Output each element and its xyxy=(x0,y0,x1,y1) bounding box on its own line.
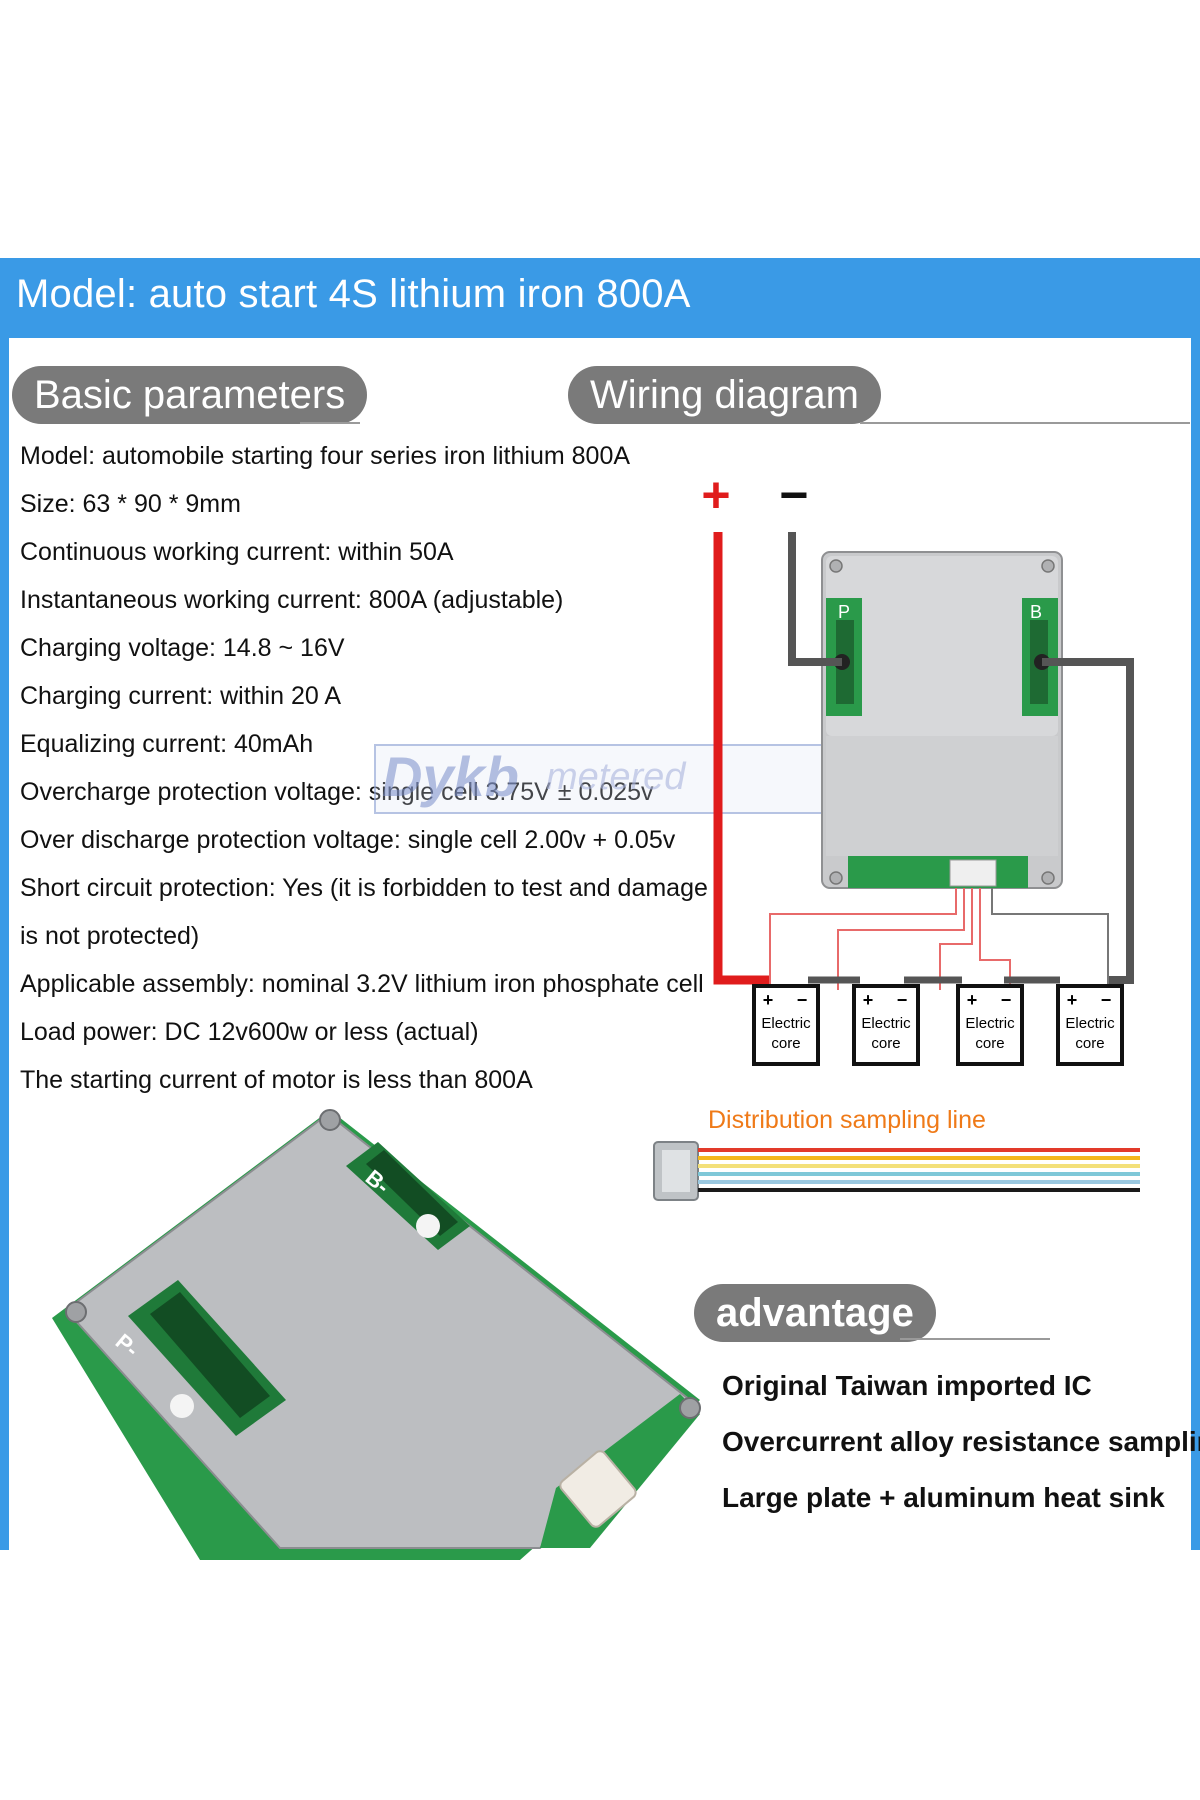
param-line: is not protected) xyxy=(20,922,200,950)
board-mark-b: B xyxy=(1030,602,1042,622)
svg-text:core: core xyxy=(1075,1035,1104,1052)
wiring-diagram-label: Wiring diagram xyxy=(590,373,859,417)
model-banner: Model: auto start 4S lithium iron 800A xyxy=(0,258,1200,338)
balance-leads xyxy=(769,888,1109,990)
cell: + − Electric core xyxy=(852,984,920,1066)
svg-text:−: − xyxy=(797,990,808,1010)
sampling-connector xyxy=(653,1141,699,1201)
positive-sign: + xyxy=(701,467,730,523)
advantage-label: advantage xyxy=(716,1291,914,1335)
advantage-item: Overcurrent alloy resistance sampling xyxy=(722,1426,1200,1457)
svg-text:−: − xyxy=(897,990,908,1010)
advantage-heading: advantage xyxy=(694,1284,936,1342)
board-mark-p: P xyxy=(838,602,850,622)
svg-text:−: − xyxy=(1101,990,1112,1010)
svg-text:core: core xyxy=(871,1035,900,1052)
negative-wire xyxy=(788,532,842,666)
param-line: Model: automobile starting four series i… xyxy=(20,442,631,470)
sampling-wires xyxy=(698,1148,1140,1192)
svg-text:Electric: Electric xyxy=(1065,1015,1115,1032)
svg-text:Electric: Electric xyxy=(965,1015,1015,1032)
svg-text:Electric: Electric xyxy=(861,1015,911,1032)
cell: + − Electric core xyxy=(752,984,820,1066)
basic-parameters-label: Basic parameters xyxy=(34,373,346,417)
svg-text:+: + xyxy=(1067,990,1078,1010)
svg-text:+: + xyxy=(863,990,874,1010)
param-line: Applicable assembly: nominal 3.2V lithiu… xyxy=(20,970,704,998)
svg-text:Electric: Electric xyxy=(761,1015,811,1032)
svg-text:core: core xyxy=(771,1035,800,1052)
cell: + − Electric core xyxy=(1056,984,1124,1066)
watermark-suffix: metered xyxy=(546,756,686,798)
cell: + − Electric core xyxy=(956,984,1024,1066)
wiring-diagram-heading: Wiring diagram xyxy=(568,366,881,424)
distribution-sampling-line-label: Distribution sampling line xyxy=(708,1106,986,1134)
advantage-item: Original Taiwan imported IC xyxy=(722,1370,1092,1401)
param-line: Overcharge protection voltage: single ce… xyxy=(20,778,654,806)
b-minus-wire xyxy=(1042,658,1134,984)
model-title: Model: auto start 4S lithium iron 800A xyxy=(16,272,691,316)
negative-sign: − xyxy=(779,467,808,523)
param-line: Over discharge protection voltage: singl… xyxy=(20,826,676,854)
param-line: Charging current: within 20 A xyxy=(20,682,342,710)
positive-wire xyxy=(713,532,770,985)
param-line: Equalizing current: 40mAh xyxy=(20,730,314,758)
svg-text:+: + xyxy=(967,990,978,1010)
param-line: Short circuit protection: Yes (it is for… xyxy=(20,874,708,902)
parameter-list: Model: automobile starting four series i… xyxy=(20,432,710,1104)
param-line: Size: 63 * 90 * 9mm xyxy=(20,490,241,518)
wiring-heading-rule xyxy=(860,422,1190,424)
advantage-heading-rule xyxy=(900,1338,1050,1340)
advantage-item: Large plate + aluminum heat sink xyxy=(722,1482,1165,1513)
svg-text:core: core xyxy=(975,1035,1004,1052)
bms-board: P B xyxy=(821,551,1063,889)
basic-parameters-heading: Basic parameters xyxy=(12,366,368,424)
watermark-box: Dykb metered xyxy=(374,744,824,814)
advantage-list: Original Taiwan imported IC Overcurrent … xyxy=(722,1358,1200,1526)
svg-text:+: + xyxy=(763,990,774,1010)
param-line: Load power: DC 12v600w or less (actual) xyxy=(20,1018,479,1046)
param-line: Continuous working current: within 50A xyxy=(20,538,454,566)
param-line: The starting current of motor is less th… xyxy=(20,1066,533,1094)
watermark-brand: Dykb xyxy=(382,745,519,808)
basic-heading-rule xyxy=(300,422,360,424)
param-line: Instantaneous working current: 800A (adj… xyxy=(20,586,564,614)
product-photo: B- P- xyxy=(52,1109,701,1560)
svg-text:−: − xyxy=(1001,990,1012,1010)
param-line: Charging voltage: 14.8 ~ 16V xyxy=(20,634,345,662)
